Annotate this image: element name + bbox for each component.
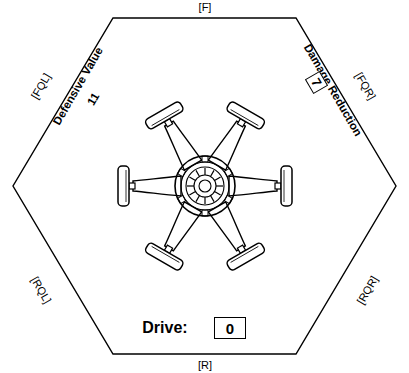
value-box: 0	[214, 317, 246, 339]
stat-heading: Defensive Value	[51, 45, 105, 127]
vehicle-hexagon: Defensive Value11Damage ReductionDrive:7…	[12, 17, 397, 355]
wheel-arm	[200, 101, 266, 176]
box-value: 0	[226, 320, 234, 337]
wheel-arm	[229, 166, 292, 206]
wheel-arm	[200, 197, 266, 272]
box-value: 7	[308, 75, 325, 89]
wheel-hub	[118, 101, 292, 272]
arc-label: [R]	[198, 359, 212, 371]
wheel-arm	[144, 101, 210, 176]
arc-label: [RQR]	[354, 274, 380, 306]
wheel-arm	[144, 197, 210, 272]
arc-label: [RQL]	[29, 275, 54, 306]
stat-value: 11	[85, 91, 101, 108]
wheel-arm	[118, 166, 181, 206]
hex-outline	[12, 17, 397, 355]
arc-label: [FQL]	[29, 71, 53, 101]
stat-heading: Drive:	[142, 319, 187, 337]
arc-label: [F]	[199, 1, 212, 13]
arc-label: [FQR]	[353, 70, 378, 101]
